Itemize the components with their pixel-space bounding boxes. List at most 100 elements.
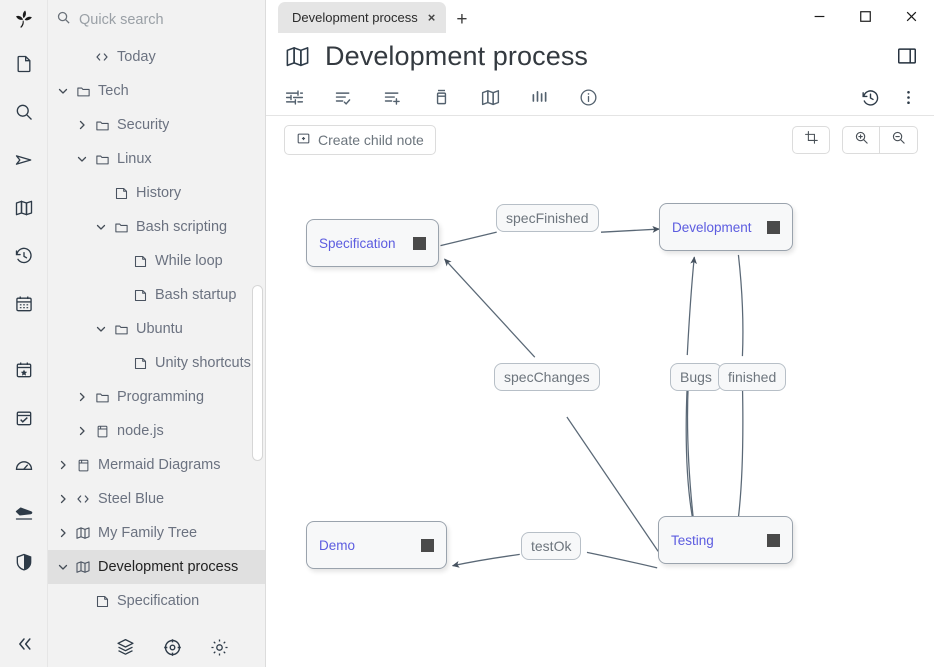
window-close-button[interactable] [888, 0, 934, 33]
create-child-note-label: Create child note [318, 132, 424, 148]
tree-item-label: Tech [98, 83, 129, 99]
tree-item-bash-scripting[interactable]: Bash scripting [48, 210, 265, 244]
tree-item-label: Today [117, 49, 156, 65]
promoted-attributes-icon[interactable] [333, 87, 354, 108]
note-paths-icon[interactable] [431, 87, 452, 108]
zoom-in-button[interactable] [842, 126, 880, 154]
note-type-map-icon[interactable] [284, 43, 311, 70]
folder-icon [91, 118, 113, 133]
folder-icon [72, 84, 94, 99]
diagram-node-handle[interactable] [767, 533, 780, 547]
tasks-icon [14, 408, 34, 428]
window-controls [796, 0, 934, 33]
chevron-down-icon[interactable] [92, 221, 110, 233]
revisions-icon[interactable] [860, 87, 881, 108]
chevron-right-icon[interactable] [54, 527, 72, 539]
tree-item-security[interactable]: Security [48, 108, 265, 142]
tree-item-specification[interactable]: Specification [48, 584, 265, 618]
rail-collapse-button[interactable] [0, 634, 48, 659]
chevron-down-icon[interactable] [92, 323, 110, 335]
target-icon[interactable] [162, 637, 183, 663]
diagram-node-test[interactable]: Testing [658, 516, 793, 564]
page-title[interactable]: Development process [325, 40, 589, 71]
dashboard-icon [14, 456, 34, 476]
tree-item-history[interactable]: History [48, 176, 265, 210]
rail-item-tasks-icon[interactable] [0, 394, 48, 442]
tree-item-programming[interactable]: Programming [48, 380, 265, 414]
gear-icon[interactable] [209, 637, 230, 663]
edge-specfinished-to-dev [600, 225, 660, 233]
tree-item-today[interactable]: Today [48, 40, 265, 74]
tree-vertical-scrollbar[interactable] [252, 285, 263, 461]
tree-item-label: Ubuntu [136, 321, 183, 337]
note-map-icon[interactable] [480, 87, 501, 108]
ribbon-bar [266, 79, 934, 116]
chevron-down-icon[interactable] [73, 153, 91, 165]
rail-item-note-icon[interactable] [0, 40, 48, 88]
fit-to-screen-button[interactable] [792, 126, 830, 154]
edge-label-specChanges[interactable]: specChanges [494, 363, 600, 391]
diagram-node-dev[interactable]: Development [659, 203, 793, 251]
diagram-node-handle[interactable] [413, 236, 426, 250]
chevron-right-icon[interactable] [73, 391, 91, 403]
chevron-right-icon[interactable] [73, 425, 91, 437]
chevron-down-icon[interactable] [54, 85, 72, 97]
rail-item-plane-icon[interactable] [0, 490, 48, 538]
edge-testok-to-demo [451, 553, 520, 568]
window-maximize-button[interactable] [842, 0, 888, 33]
tab-development-process[interactable]: Development process × [278, 2, 447, 33]
rail-item-dashboard-icon[interactable] [0, 442, 48, 490]
diagram-node-demo[interactable]: Demo [306, 521, 447, 569]
chevron-right-icon[interactable] [54, 459, 72, 471]
tab-label: Development process [292, 10, 418, 25]
tree-item-my-family-tree[interactable]: My Family Tree [48, 516, 265, 550]
tree-item-unity-shortcuts[interactable]: Unity shortcuts [48, 346, 265, 380]
new-tab-button[interactable]: + [456, 9, 468, 30]
chevron-right-icon[interactable] [73, 119, 91, 131]
note-properties-icon[interactable] [284, 87, 305, 108]
more-menu-icon[interactable] [899, 88, 918, 107]
shield-icon [14, 552, 34, 572]
tree-item-steel-blue[interactable]: Steel Blue [48, 482, 265, 516]
layers-icon[interactable] [115, 637, 136, 663]
tree-item-bash-startup[interactable]: Bash startup [48, 278, 265, 312]
quick-search-bar[interactable]: Quick search [48, 0, 265, 40]
tab-close-icon[interactable]: × [427, 10, 436, 25]
edge-label-testOk[interactable]: testOk [521, 532, 582, 560]
tree-item-mermaid-diagrams[interactable]: Mermaid Diagrams [48, 448, 265, 482]
rail-item-send-icon[interactable] [0, 136, 48, 184]
edge-label-bugs[interactable]: Bugs [670, 363, 722, 391]
diagram-node-handle[interactable] [767, 220, 780, 234]
chevron-right-icon[interactable] [54, 493, 72, 505]
chevron-down-icon[interactable] [54, 561, 72, 573]
calendar-icon [14, 294, 34, 314]
edge-label-specFinished[interactable]: specFinished [496, 204, 599, 232]
tree-item-d[interactable]: D [48, 618, 265, 629]
create-child-note-button[interactable]: Create child note [284, 125, 436, 155]
code-icon [72, 491, 94, 507]
edge-label-finished[interactable]: finished [718, 363, 787, 391]
tree-item-day-template[interactable]: Day template [48, 32, 265, 40]
tree-item-node-js[interactable]: node.js [48, 414, 265, 448]
tree-item-ubuntu[interactable]: Ubuntu [48, 312, 265, 346]
rail-item-search-icon[interactable] [0, 88, 48, 136]
rail-item-calendar-icon[interactable] [0, 280, 48, 328]
window-minimize-button[interactable] [796, 0, 842, 33]
rail-item-map-icon[interactable] [0, 184, 48, 232]
info-circle-icon[interactable] [578, 87, 599, 108]
note-info-icon[interactable] [529, 87, 550, 108]
quick-search-input[interactable]: Quick search [79, 12, 164, 28]
rail-item-recent-changes-icon[interactable] [0, 232, 48, 280]
diagram-node-handle[interactable] [421, 538, 434, 552]
diagram-node-spec[interactable]: Specification [306, 219, 439, 267]
tree-item-development-process[interactable]: Development process [48, 550, 265, 584]
tree-item-linux[interactable]: Linux [48, 142, 265, 176]
owned-attributes-icon[interactable] [382, 87, 403, 108]
tree-item-while-loop[interactable]: While loop [48, 244, 265, 278]
tree-item-tech[interactable]: Tech [48, 74, 265, 108]
rail-item-calendar-star-icon[interactable] [0, 346, 48, 394]
right-panel-toggle-icon[interactable] [896, 45, 918, 67]
rail-item-shield-icon[interactable] [0, 538, 48, 586]
zoom-out-button[interactable] [880, 126, 918, 154]
